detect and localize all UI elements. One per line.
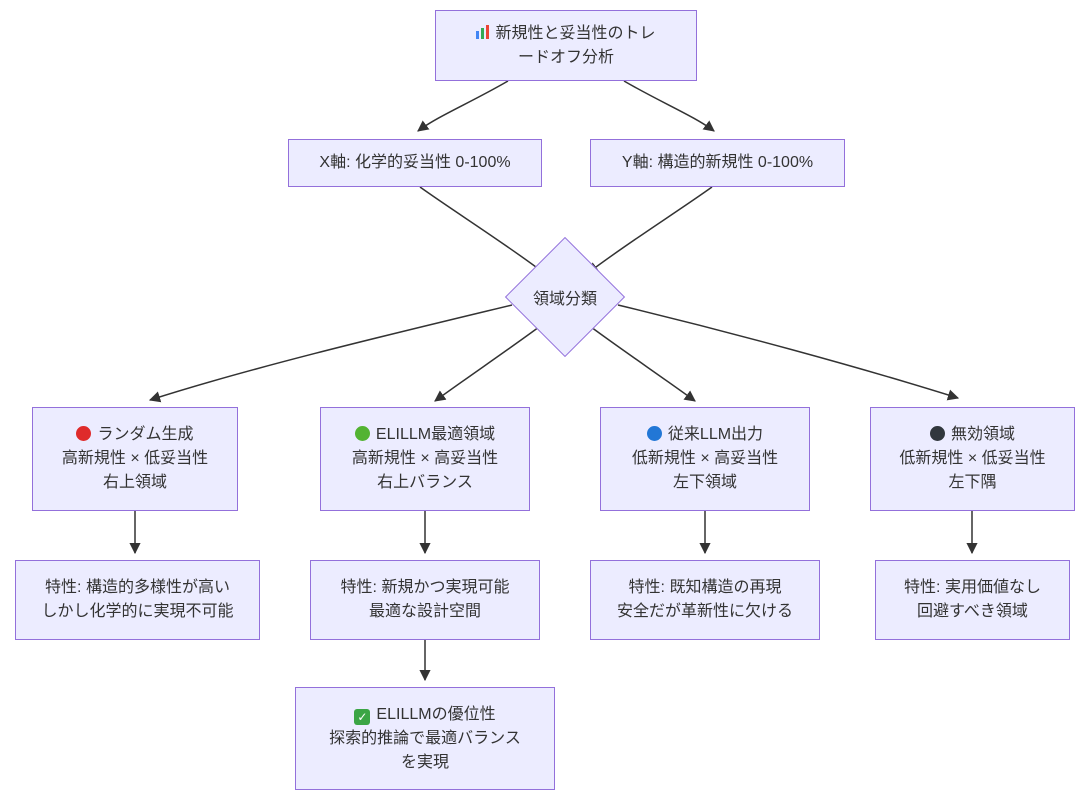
bar-chart-icon <box>476 24 490 39</box>
node-invalid-region: 無効領域 低新規性 × 低妥当性 左下隅 <box>870 407 1075 511</box>
node-elillm-trait: 特性: 新規かつ実現可能 最適な設計空間 <box>310 560 540 640</box>
blue-circle-icon <box>646 426 662 441</box>
edge-decision-to-random <box>148 304 513 403</box>
node-line: 回避すべき領域 <box>917 603 1028 620</box>
node-title-line: 従来LLM出力 <box>646 423 764 447</box>
node-line: ードオフ分析 <box>517 48 614 66</box>
green-circle-icon <box>354 426 370 441</box>
node-title-line: ELILLM最適領域 <box>354 423 496 447</box>
edge-decision-to-elillm <box>434 326 540 402</box>
node-random-trait: 特性: 構造的多様性が高い しかし化学的に実現不可能 <box>15 560 260 640</box>
node-title: 従来LLM出力 <box>667 426 764 443</box>
node-line: 特性: 新規かつ実現可能 <box>340 579 510 596</box>
node-line: を実現 <box>400 753 449 771</box>
node-region-classification: 領域分類 <box>504 236 626 358</box>
node-line: 低新規性 × 高妥当性 <box>631 450 779 467</box>
red-circle-icon <box>76 426 92 441</box>
node-line: 低新規性 × 低妥当性 <box>899 450 1046 467</box>
black-circle-icon <box>929 426 945 441</box>
check-mark-icon: ✓ <box>354 708 371 725</box>
node-title: ランダム生成 <box>97 426 194 443</box>
edge-decision-to-invalid <box>617 304 960 401</box>
node-line: 高新規性 × 高妥当性 <box>351 450 499 467</box>
node-random-generation: ランダム生成 高新規性 × 低妥当性 右上領域 <box>32 407 238 511</box>
node-label: X軸: 化学的妥当性 0-100% <box>319 154 511 171</box>
node-line: 特性: 既知構造の再現 <box>628 579 782 596</box>
edge-root-to-yaxis <box>623 80 715 132</box>
node-line: 左下領域 <box>672 474 737 491</box>
node-label: 領域分類 <box>532 291 597 308</box>
node-line: 探索的推論で最適バランス <box>329 729 521 747</box>
edge-yaxis-to-decision <box>587 186 713 274</box>
node-title: ELILLM最適領域 <box>375 426 496 443</box>
node-y-axis: Y軸: 構造的新規性 0-100% <box>590 139 845 187</box>
node-line: 右上バランス <box>377 474 473 491</box>
node-conventional-llm-output: 従来LLM出力 低新規性 × 高妥当性 左下領域 <box>600 407 810 511</box>
node-line: 最適な設計空間 <box>368 603 481 620</box>
node-line: 左下隅 <box>948 474 997 491</box>
node-line: 安全だが革新性に欠ける <box>616 603 793 620</box>
edge-root-to-xaxis <box>417 80 509 132</box>
node-title-line: 無効領域 <box>929 423 1015 447</box>
node-line: 右上領域 <box>102 474 167 491</box>
node-title-line: ランダム生成 <box>76 423 194 447</box>
node-line: 特性: 構造的多様性が高い <box>45 579 230 596</box>
node-label: Y軸: 構造的新規性 0-100% <box>621 154 814 171</box>
node-title-line: ✓ ELILLMの優位性 <box>354 703 496 727</box>
node-title: ELILLMの優位性 <box>376 705 496 723</box>
edge-xaxis-to-decision <box>419 186 545 274</box>
node-elillm-optimal-region: ELILLM最適領域 高新規性 × 高妥当性 右上バランス <box>320 407 530 511</box>
node-title: 新規性と妥当性のトレ <box>495 24 656 42</box>
node-line: しかし化学的に実現不可能 <box>41 603 234 620</box>
node-invalid-trait: 特性: 実用価値なし 回避すべき領域 <box>875 560 1070 640</box>
node-line: 高新規性 × 低妥当性 <box>61 450 209 467</box>
node-elillm-advantage: ✓ ELILLMの優位性 探索的推論で最適バランス を実現 <box>295 687 555 790</box>
node-tradeoff-analysis: 新規性と妥当性のトレ ードオフ分析 <box>435 10 697 81</box>
node-line: 特性: 実用価値なし <box>904 579 1041 596</box>
node-llm-trait: 特性: 既知構造の再現 安全だが革新性に欠ける <box>590 560 820 640</box>
node-title: 無効領域 <box>950 426 1015 443</box>
node-title-line: 新規性と妥当性のトレ <box>476 22 656 46</box>
node-x-axis: X軸: 化学的妥当性 0-100% <box>288 139 542 187</box>
edge-decision-to-llm <box>590 326 696 402</box>
